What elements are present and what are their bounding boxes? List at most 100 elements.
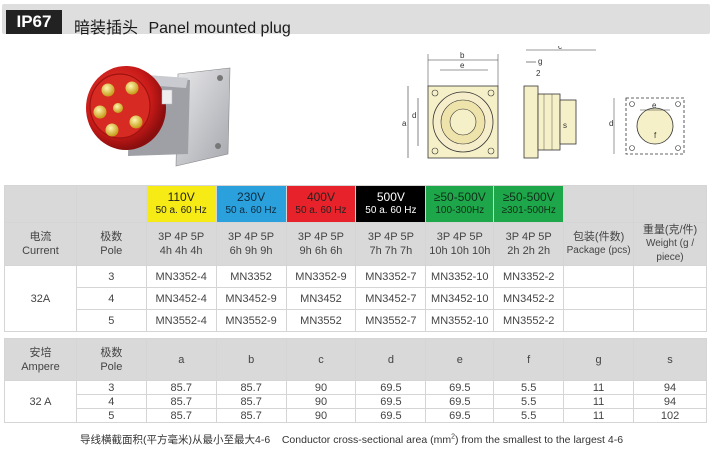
- dim-value: 85.7: [145, 408, 217, 423]
- dim-value: 69.5: [425, 394, 495, 409]
- voltage-50-500v-100hz: ≥50-500V 100-300Hz: [425, 185, 495, 223]
- voltage-label: 110V: [167, 190, 195, 204]
- dim-label-b: b: [460, 51, 465, 60]
- dim-label-c: c: [558, 46, 562, 51]
- package-value: [563, 309, 635, 332]
- front-view-drawing: b e a d: [402, 51, 499, 159]
- model-number: MN3552-9: [215, 309, 287, 332]
- dim-header-e: e: [425, 338, 495, 381]
- dim-value: 102: [633, 408, 707, 423]
- voltage-label: 400V: [306, 190, 335, 204]
- pole-value: 4: [75, 287, 147, 310]
- header-bar: IP67 暗装插头 Panel mounted plug: [2, 4, 710, 37]
- ip-rating-badge: IP67: [6, 10, 62, 34]
- model-number: MN3352: [215, 265, 287, 288]
- blank-cell: [4, 185, 77, 223]
- blank-cell: [75, 185, 147, 223]
- model-number: MN3452-7: [355, 287, 427, 310]
- dim-value: 85.7: [145, 380, 217, 395]
- dim-value: 69.5: [425, 380, 495, 395]
- dim-value: 69.5: [355, 394, 427, 409]
- dim-label-g: g: [538, 57, 542, 66]
- dim-value: 90: [285, 394, 357, 409]
- dim-value: 94: [633, 380, 707, 395]
- frequency-label: 50 a. 60 Hz: [295, 205, 347, 216]
- voltage-110v: 110V 50 a. 60 Hz: [145, 185, 217, 223]
- model-number: MN3352-4: [145, 265, 217, 288]
- footnote-en-post: ) from the smallest to the largest 4-6: [454, 434, 624, 446]
- dim-label-d-cutout: d: [609, 119, 613, 128]
- voltage-500v: 500V 50 a. 60 Hz: [355, 185, 427, 223]
- package-value: [563, 287, 635, 310]
- dim-header-f: f: [493, 338, 565, 381]
- dim-label-f: f: [654, 131, 657, 140]
- dim-value: 5.5: [493, 408, 565, 423]
- current-value: 32A: [4, 265, 77, 332]
- pole-header: 极数 Pole: [75, 338, 147, 381]
- model-number: MN3452: [285, 287, 357, 310]
- dimension-table: 安培 Ampere 极数 Pole a b c d e f g s 32 A 3…: [4, 338, 707, 423]
- weight-value: [633, 265, 707, 288]
- dim-value: 85.7: [215, 408, 287, 423]
- dim-label-2: 2: [536, 69, 541, 78]
- dim-label-s: s: [563, 121, 567, 130]
- package-value: [563, 265, 635, 288]
- frequency-label: 50 a. 60 Hz: [225, 205, 277, 216]
- model-number: MN3452-2: [493, 287, 565, 310]
- dim-header-s: s: [633, 338, 707, 381]
- model-number: MN3352-10: [425, 265, 495, 288]
- dim-header-c: c: [285, 338, 357, 381]
- model-number: MN3552: [285, 309, 357, 332]
- title-cn: 暗装插头: [74, 20, 139, 37]
- dimension-drawings: b e a d c g 2 s: [402, 46, 685, 159]
- voltage-230v: 230V 50 a. 60 Hz: [215, 185, 287, 223]
- table-row: 32A 3 MN3352-4 MN3352 MN3352-9 MN3352-7 …: [4, 265, 707, 332]
- dim-label-e-cutout: e: [652, 101, 657, 110]
- model-number: MN3552-4: [145, 309, 217, 332]
- dim-value: 94: [633, 394, 707, 409]
- table-row: 4 MN3452-4 MN3452-9 MN3452 MN3452-7 MN34…: [5, 287, 707, 310]
- dim-label-d: d: [412, 111, 416, 120]
- dim-header-a: a: [145, 338, 217, 381]
- model-number: MN3452-9: [215, 287, 287, 310]
- table-row: 4 85.7 85.7 90 69.5 69.5 5.5 11 94: [5, 394, 707, 409]
- dim-header-d: d: [355, 338, 427, 381]
- title-en: Panel mounted plug: [148, 20, 291, 37]
- dim-value: 69.5: [355, 408, 427, 423]
- pole-value: 3: [75, 265, 147, 288]
- side-view-drawing: c g 2 s: [523, 46, 596, 159]
- frequency-label: 50 a. 60 Hz: [155, 205, 207, 216]
- page-title: 暗装插头 Panel mounted plug: [74, 14, 297, 38]
- model-number: MN3452-4: [145, 287, 217, 310]
- pole-value: 5: [75, 408, 147, 423]
- plug-photo: [86, 66, 231, 167]
- pole-value: 5: [75, 309, 147, 332]
- table-row: 32 A 3 85.7 85.7 90 69.5 69.5 5.5 11 94: [4, 380, 707, 423]
- blank-cell: [633, 185, 707, 223]
- dim-header-b: b: [215, 338, 287, 381]
- voltage-label: ≥50-500V: [502, 190, 555, 204]
- weight-header: 重量(克/件) Weight (g / piece): [633, 222, 707, 266]
- voltage-label: ≥50-500V: [433, 190, 486, 204]
- blank-cell: [563, 185, 635, 223]
- voltage-50-500v-301hz: ≥50-500V ≥301-500Hz: [493, 185, 565, 223]
- ampere-value: 32 A: [4, 380, 77, 423]
- table-row: 5 MN3552-4 MN3552-9 MN3552 MN3552-7 MN35…: [5, 309, 707, 332]
- pole-value: 4: [75, 394, 147, 409]
- dim-value: 85.7: [215, 394, 287, 409]
- current-header: 电流 Current: [4, 222, 77, 266]
- pole-header: 极数 Pole: [75, 222, 147, 266]
- footnote: 导线横截面积(平方毫米)从最小至最大4-6 Conductor cross-se…: [80, 432, 623, 447]
- dim-value: 69.5: [355, 380, 427, 395]
- model-number: MN3552-10: [425, 309, 495, 332]
- dim-value: 85.7: [215, 380, 287, 395]
- frequency-label: 100-300Hz: [435, 205, 485, 216]
- ampere-header: 安培 Ampere: [4, 338, 77, 381]
- dim-label-a: a: [402, 119, 407, 128]
- model-table: 110V 50 a. 60 Hz 230V 50 a. 60 Hz 400V 5…: [4, 185, 707, 332]
- frequency-label: ≥301-500Hz: [501, 205, 556, 216]
- dim-label-e: e: [460, 61, 465, 70]
- model-number: MN3552-7: [355, 309, 427, 332]
- dim-value: 90: [285, 380, 357, 395]
